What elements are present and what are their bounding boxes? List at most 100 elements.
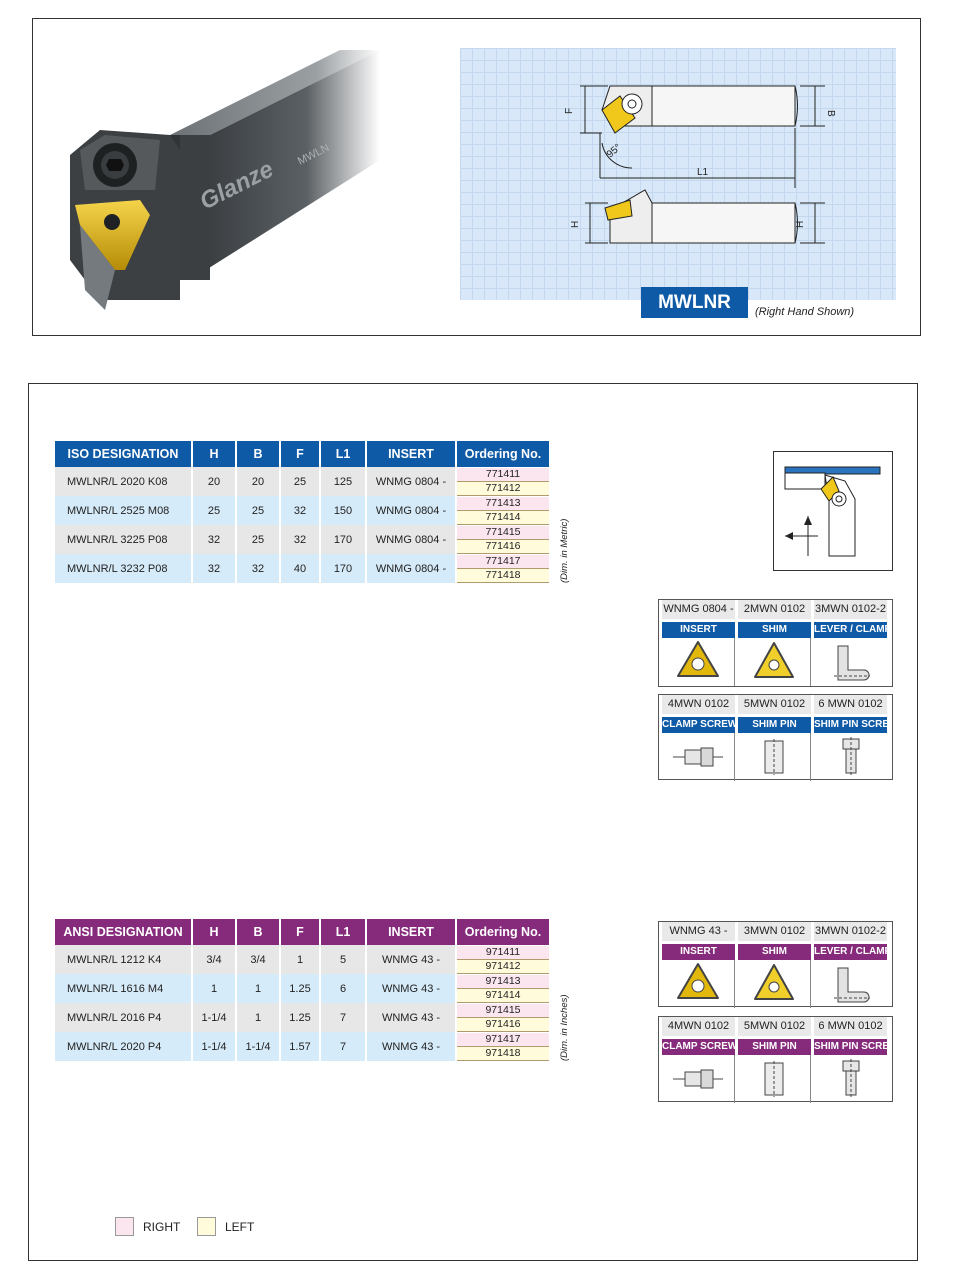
lever-clamp-icon bbox=[833, 645, 870, 681]
l1-cell: 6 bbox=[321, 974, 365, 1003]
h-cell: 1-1/4 bbox=[193, 1032, 235, 1061]
h-cell: 1 bbox=[193, 974, 235, 1003]
part-label: CLAMP SCREW bbox=[662, 717, 735, 733]
iso-parts-block-bottom: 4MWN 0102 CLAMP SCREW 5MWN 0102 SHIM PIN… bbox=[658, 694, 893, 781]
designation-cell: MWLNR/L 1212 K4 bbox=[55, 945, 191, 974]
h-cell: 1-1/4 bbox=[193, 1003, 235, 1032]
insert-cell: WNMG 43 - bbox=[367, 1003, 455, 1032]
dim-label-angle: 95° bbox=[605, 142, 624, 160]
l1-cell: 150 bbox=[321, 496, 365, 525]
table-row: MWLNR/L 2020 P4 1-1/4 1-1/4 1.57 7 WNMG … bbox=[55, 1032, 549, 1061]
dim-label-f: F bbox=[564, 108, 575, 114]
table-row: MWLNR/L 1212 K4 3/4 3/4 1 5 WNMG 43 - 97… bbox=[55, 945, 549, 974]
order-right: 971417 bbox=[457, 1032, 549, 1047]
insert-cell: WNMG 0804 - bbox=[367, 496, 455, 525]
clamp-screw-icon bbox=[673, 747, 723, 767]
f-cell: 32 bbox=[281, 496, 319, 525]
part-label: SHIM bbox=[738, 622, 811, 638]
l1-cell: 7 bbox=[321, 1032, 365, 1061]
part-label: LEVER / CLAMP bbox=[814, 944, 887, 960]
b-cell: 32 bbox=[237, 554, 279, 583]
part-code: 6 MWN 0102 bbox=[814, 695, 887, 714]
model-badge: MWLNR bbox=[641, 287, 748, 318]
order-right: 971413 bbox=[457, 974, 549, 989]
f-cell: 40 bbox=[281, 554, 319, 583]
inch-dim-note: (Dim. in Inches) bbox=[559, 994, 570, 1061]
col-header-f: F bbox=[281, 919, 319, 945]
shim-pin-icon bbox=[764, 1061, 784, 1097]
ansi-table-header: ANSI DESIGNATION H B F L1 INSERT Orderin… bbox=[55, 919, 549, 945]
order-right: 971411 bbox=[457, 945, 549, 960]
designation-cell: MWLNR/L 3225 P08 bbox=[55, 525, 191, 554]
insert-cell: WNMG 43 - bbox=[367, 945, 455, 974]
l1-cell: 170 bbox=[321, 554, 365, 583]
insert-cell: WNMG 43 - bbox=[367, 1032, 455, 1061]
order-left: 971414 bbox=[457, 988, 549, 1003]
dim-label-b: B bbox=[825, 110, 836, 117]
l1-cell: 7 bbox=[321, 1003, 365, 1032]
h-cell: 32 bbox=[193, 554, 235, 583]
part-label: SHIM PIN SCREW bbox=[814, 1039, 887, 1055]
shim-pin-screw-icon bbox=[842, 1059, 859, 1098]
b-cell: 1 bbox=[237, 974, 279, 1003]
table-row: MWLNR/L 2525 M08 25 25 32 150 WNMG 0804 … bbox=[55, 496, 549, 525]
dim-label-l1: L1 bbox=[697, 167, 709, 178]
table-row: MWLNR/L 3232 P08 32 32 40 170 WNMG 0804 … bbox=[55, 554, 549, 583]
iso-parts-block-top: WNMG 0804 - INSERT 2MWN 0102 SHIM 3MWN 0… bbox=[658, 599, 893, 687]
insert-cell: WNMG 0804 - bbox=[367, 525, 455, 554]
col-header-h: H bbox=[193, 441, 235, 467]
part-label: SHIM PIN bbox=[738, 1039, 811, 1055]
part-insert: WNMG 0804 - INSERT bbox=[662, 600, 735, 686]
b-cell: 25 bbox=[237, 496, 279, 525]
part-shim-pin-screw: 6 MWN 0102 SHIM PIN SCREW bbox=[814, 1017, 887, 1103]
h-cell: 3/4 bbox=[193, 945, 235, 974]
col-header-designation: ISO DESIGNATION bbox=[55, 441, 191, 467]
l1-cell: 125 bbox=[321, 467, 365, 496]
col-header-f: F bbox=[281, 441, 319, 467]
part-code: 4MWN 0102 bbox=[662, 1017, 735, 1036]
shim-pin-screw-icon bbox=[842, 737, 859, 776]
insert-cell: WNMG 43 - bbox=[367, 974, 455, 1003]
b-cell: 1 bbox=[237, 1003, 279, 1032]
legend-right: RIGHT bbox=[115, 1217, 180, 1236]
trigon-insert-icon bbox=[677, 963, 719, 999]
trigon-insert-icon bbox=[677, 641, 719, 677]
f-cell: 32 bbox=[281, 525, 319, 554]
order-left: 771418 bbox=[457, 568, 549, 583]
ansi-designation-table: ANSI DESIGNATION H B F L1 INSERT Orderin… bbox=[53, 919, 551, 1061]
table-row: MWLNR/L 1616 M4 1 1 1.25 6 WNMG 43 - 971… bbox=[55, 974, 549, 1003]
lever-clamp-icon bbox=[833, 967, 870, 1003]
order-left: 971412 bbox=[457, 959, 549, 974]
part-code: 3MWN 0102-2 bbox=[814, 922, 887, 941]
l1-cell: 170 bbox=[321, 525, 365, 554]
table-row: MWLNR/L 2020 K08 20 20 25 125 WNMG 0804 … bbox=[55, 467, 549, 496]
part-insert: WNMG 43 - INSERT bbox=[662, 922, 735, 1008]
part-code: 3MWN 0102-2 bbox=[814, 600, 887, 619]
part-code: 3MWN 0102 bbox=[738, 922, 811, 941]
part-label: LEVER / CLAMP bbox=[814, 622, 887, 638]
designation-cell: MWLNR/L 2525 M08 bbox=[55, 496, 191, 525]
col-header-designation: ANSI DESIGNATION bbox=[55, 919, 191, 945]
legend-right-label: RIGHT bbox=[143, 1219, 181, 1234]
metric-dim-note: (Dim. in Metric) bbox=[559, 518, 570, 583]
part-code: WNMG 43 - bbox=[662, 922, 735, 941]
right-swatch bbox=[115, 1217, 134, 1236]
part-shim: 3MWN 0102 SHIM bbox=[738, 922, 811, 1008]
order-left: 971418 bbox=[457, 1046, 549, 1061]
table-row: MWLNR/L 2016 P4 1-1/4 1 1.25 7 WNMG 43 -… bbox=[55, 1003, 549, 1032]
part-code: WNMG 0804 - bbox=[662, 600, 735, 619]
h-cell: 25 bbox=[193, 496, 235, 525]
order-right: 771411 bbox=[457, 467, 549, 482]
iso-designation-table: ISO DESIGNATION H B F L1 INSERT Ordering… bbox=[53, 441, 551, 583]
order-right: 771415 bbox=[457, 525, 549, 540]
part-clamp-screw: 4MWN 0102 CLAMP SCREW bbox=[662, 695, 735, 781]
legend-left-label: LEFT bbox=[225, 1219, 255, 1234]
part-label: SHIM PIN bbox=[738, 717, 811, 733]
designation-cell: MWLNR/L 2016 P4 bbox=[55, 1003, 191, 1032]
shim-icon bbox=[754, 964, 794, 1000]
